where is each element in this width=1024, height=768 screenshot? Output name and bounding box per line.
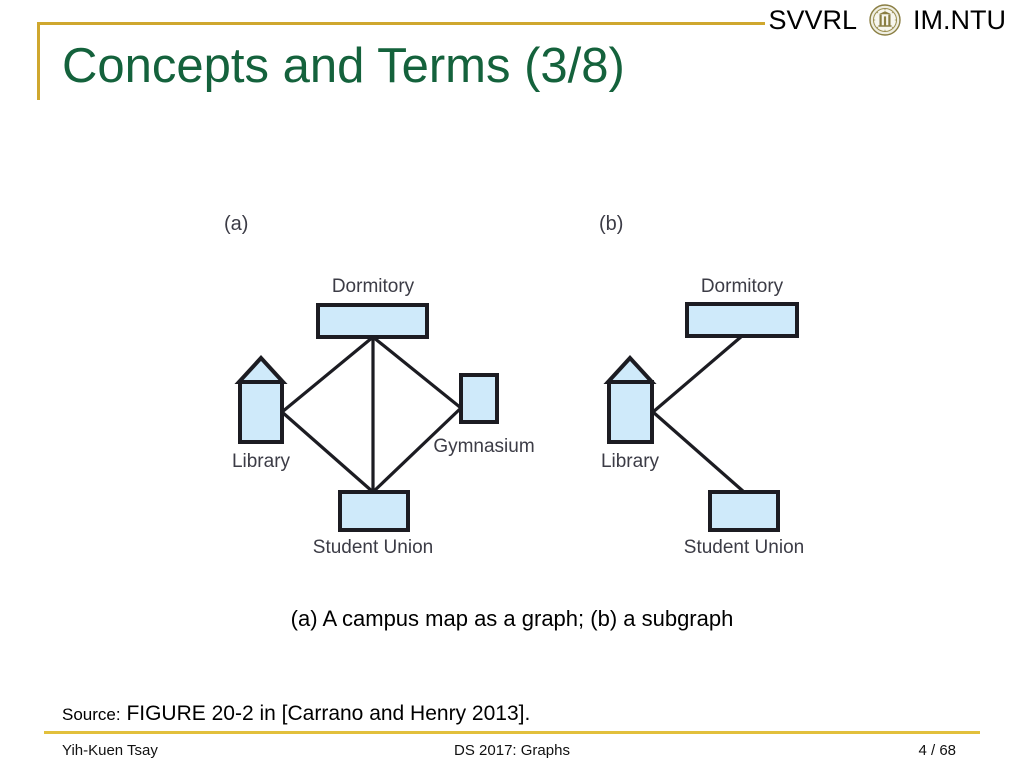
edge-dormitory-gymnasium — [371, 335, 463, 410]
brand-svvrl: SVVRL — [768, 4, 858, 35]
node-label-student-union: Student Union — [313, 537, 433, 558]
title-corner-bracket — [37, 22, 765, 100]
node-label-library-b: Library — [601, 451, 660, 472]
panel-a-label: (a) — [224, 213, 248, 235]
node-library-b: Library — [601, 355, 660, 472]
page-title: Concepts and Terms (3/8) — [62, 39, 625, 93]
ntu-seal-icon — [869, 4, 901, 36]
figure-caption: (a) A campus map as a graph; (b) a subgr… — [290, 606, 734, 631]
node-student-union-b: Student Union — [684, 490, 804, 558]
node-label-student-union-b: Student Union — [684, 537, 804, 558]
node-label-dormitory: Dormitory — [332, 276, 415, 297]
edge-b-dormitory-library — [651, 334, 744, 414]
source-citation: Source: FIGURE 20-2 in [Carrano and Henr… — [62, 702, 530, 726]
source-text: FIGURE 20-2 in [Carrano and Henry 2013]. — [126, 702, 531, 725]
node-shape-library-body-b — [607, 380, 654, 444]
node-library-a: Library — [232, 355, 291, 472]
node-gymnasium-a: Gymnasium — [433, 373, 535, 457]
node-shape-library-roof-b — [603, 355, 657, 384]
node-label-dormitory-b: Dormitory — [701, 276, 784, 297]
source-label: Source: — [62, 705, 121, 724]
node-shape-library-roof — [234, 355, 288, 384]
node-shape-dormitory — [316, 303, 429, 339]
footer-page-number: 4 / 68 — [918, 742, 956, 759]
edge-gymnasium-student-union — [371, 406, 463, 494]
node-label-library: Library — [232, 451, 291, 472]
edge-dormitory-library — [280, 335, 375, 414]
footer: Yih-Kuen Tsay DS 2017: Graphs 4 / 68 — [0, 742, 1024, 768]
node-shape-library-body — [238, 380, 284, 444]
panel-b: (b) Dormitory Library — [599, 213, 804, 558]
header-brand: SVVRL — [768, 4, 1006, 36]
node-dormitory-a: Dormitory — [316, 276, 429, 339]
node-label-gymnasium: Gymnasium — [433, 436, 534, 457]
edge-library-student-union — [280, 410, 375, 494]
panel-b-edges — [651, 334, 746, 494]
node-dormitory-b: Dormitory — [685, 276, 799, 338]
edge-b-library-student-union — [651, 410, 746, 494]
footer-course: DS 2017: Graphs — [454, 742, 570, 759]
node-student-union-a: Student Union — [313, 490, 433, 558]
bracket-horizontal-rule — [37, 22, 765, 25]
footer-author: Yih-Kuen Tsay — [62, 742, 158, 759]
brand-imntu: IM.NTU — [913, 4, 1006, 35]
panel-a-edges — [280, 335, 463, 494]
panel-b-label: (b) — [599, 213, 623, 235]
node-shape-gymnasium — [459, 373, 499, 424]
figure-graph-diagram: (a) Dormitory Lib — [0, 190, 1024, 590]
panel-a: (a) Dormitory Lib — [224, 213, 535, 558]
footer-rule — [44, 731, 980, 734]
node-shape-dormitory-b — [685, 302, 799, 338]
bracket-vertical-rule — [37, 22, 40, 100]
node-shape-student-union-b — [708, 490, 780, 532]
node-shape-student-union — [338, 490, 410, 532]
